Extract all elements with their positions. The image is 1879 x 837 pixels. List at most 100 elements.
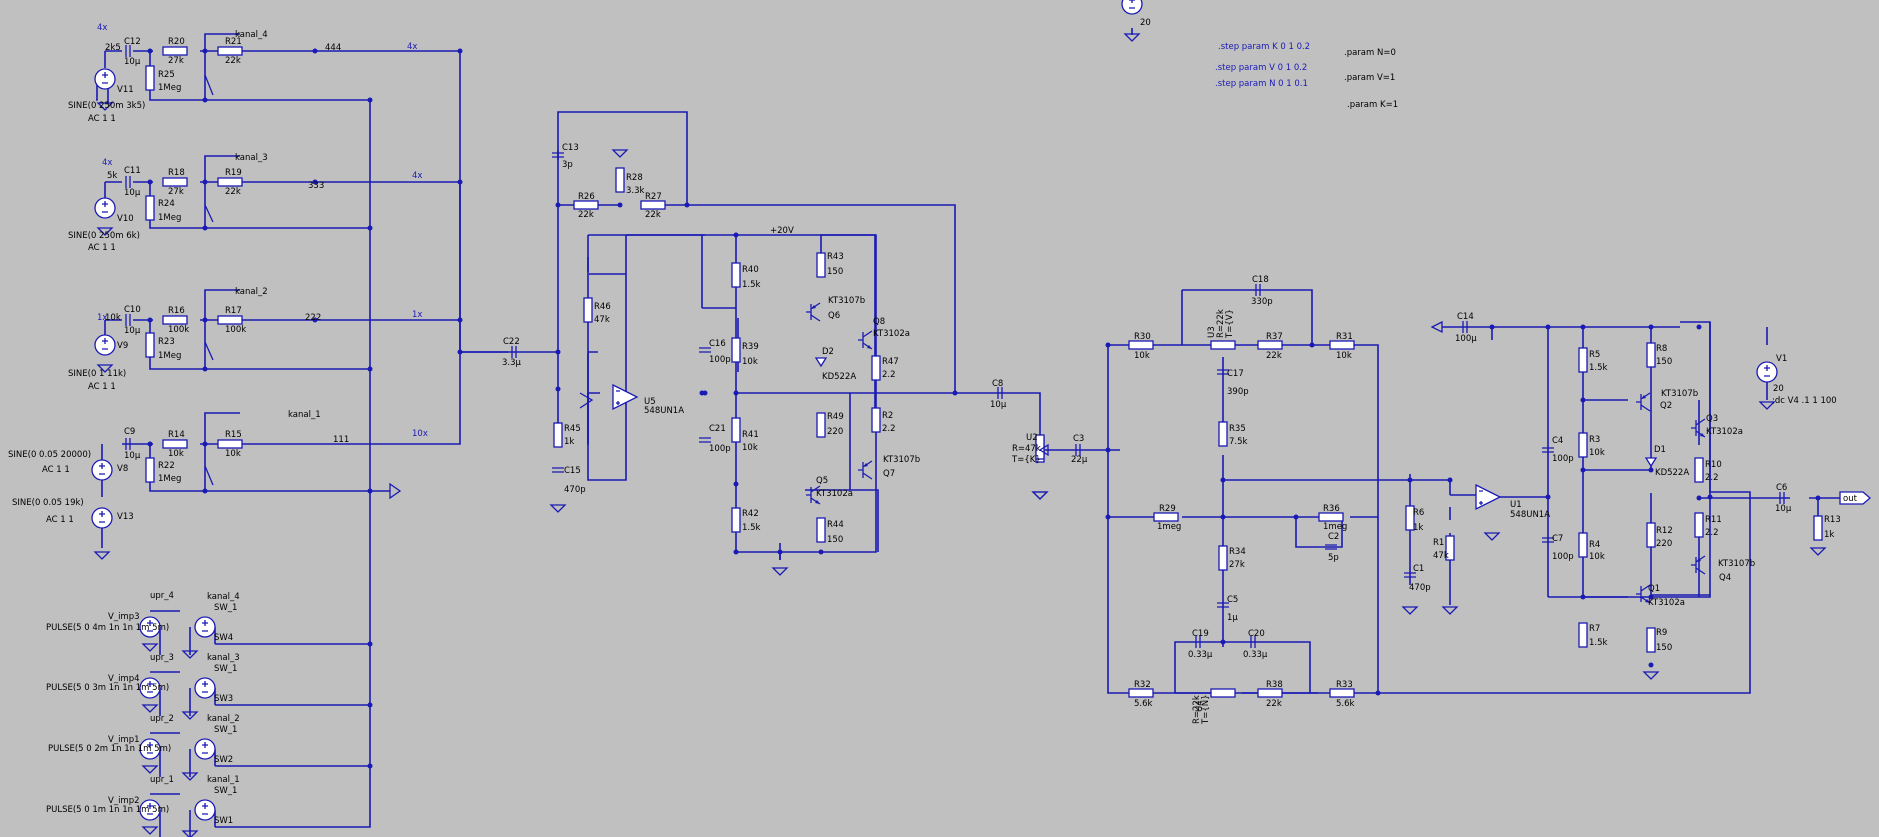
pulse4: PULSE(5 0 4m 1n 1n 1m 5m) xyxy=(46,623,169,633)
c18-value: 330p xyxy=(1251,297,1273,307)
kanal2-label: kanal_2 xyxy=(235,287,268,297)
d1-model: KD522A xyxy=(1655,468,1689,478)
param-n: .param N=0 xyxy=(1344,48,1396,58)
c5-value: 1µ xyxy=(1227,613,1238,623)
c11-value: 10µ xyxy=(124,188,141,198)
r26-label: R26 xyxy=(578,192,595,202)
d2-label: D2 xyxy=(822,347,834,357)
v11-mult: 4x xyxy=(97,23,107,33)
r8-value: 150 xyxy=(1656,357,1672,367)
u5-model: 548UN1A xyxy=(644,406,684,416)
c10-value: 10µ xyxy=(124,326,141,336)
r42-value: 1.5k xyxy=(742,523,761,533)
v8-ac: AC 1 1 xyxy=(42,465,70,475)
kanal1-sw: kanal_1 xyxy=(207,775,240,785)
r7-value: 1.5k xyxy=(1589,638,1608,648)
r3-label: R3 xyxy=(1589,435,1600,445)
v1-label: V1 xyxy=(1776,354,1787,364)
c19-label: C19 xyxy=(1192,629,1209,639)
r36-value: 1meg xyxy=(1323,522,1347,532)
switch-labels: upr_4 kanal_4 V_imp3 SW_1 SW4 PULSE(5 0 … xyxy=(46,591,240,826)
r15-label: R15 xyxy=(225,430,242,440)
r49-label: R49 xyxy=(827,412,844,422)
kanal4-sw: kanal_4 xyxy=(207,592,240,602)
amplifier-2 xyxy=(1430,320,1871,680)
param-k: .param K=1 xyxy=(1347,100,1398,110)
r17-value: 100k xyxy=(225,325,246,335)
r3-value: 10k xyxy=(1589,448,1605,458)
c17-value: 390p xyxy=(1227,387,1249,397)
c8-value: 10µ xyxy=(990,400,1007,410)
net-111: 111 xyxy=(333,435,349,445)
amplifier-2-labels: C14 100µ U1 548UN1A R5 1.5k R3 10k R4 10… xyxy=(1455,312,1858,653)
r46-label: R46 xyxy=(594,302,611,312)
r14-label: R14 xyxy=(168,430,185,440)
u3-t: T={V} xyxy=(1225,309,1235,339)
r11-value: 2.2 xyxy=(1705,528,1719,538)
q2-label: Q2 xyxy=(1660,401,1672,411)
r45-label: R45 xyxy=(564,424,581,434)
c7-label: C7 xyxy=(1552,534,1563,544)
r39-label: R39 xyxy=(742,342,759,352)
r36-label: R36 xyxy=(1323,504,1340,514)
r4-label: R4 xyxy=(1589,540,1600,550)
gain-4x-b: 4x xyxy=(412,171,422,181)
r37-label: R37 xyxy=(1266,332,1283,342)
tone-control-labels: U2 R=47k T={K} C3 22µ R30 10k U3 R=22k T… xyxy=(1011,275,1449,725)
v11-freq: 2k5 xyxy=(105,43,121,53)
c15-value: 470p xyxy=(564,485,586,495)
q6-label: Q6 xyxy=(828,311,840,321)
c2-value: 5p xyxy=(1328,553,1339,563)
v10-spec: SINE(0 250m 6k) xyxy=(68,231,140,241)
r1-label: R1 xyxy=(1433,538,1444,548)
r28-label: R28 xyxy=(626,173,643,183)
c16-label: C16 xyxy=(709,339,726,349)
input-stage-labels: 4x 2k5 V11 SINE(0 250m 3k5) AC 1 1 C12 1… xyxy=(8,23,428,525)
r47-value: 2.2 xyxy=(882,370,896,380)
c21-label: C21 xyxy=(709,424,726,434)
r37-value: 22k xyxy=(1266,351,1282,361)
c22-value: 3.3µ xyxy=(502,358,522,368)
r32-value: 5.6k xyxy=(1134,699,1153,709)
kanal4-label: kanal_4 xyxy=(235,30,268,40)
vimp3: V_imp3 xyxy=(108,612,140,622)
r42-label: R42 xyxy=(742,509,759,519)
vimp4: V_imp4 xyxy=(108,674,140,684)
r19-value: 22k xyxy=(225,187,241,197)
sw1-model-2: SW_1 xyxy=(214,725,237,735)
r26-value: 22k xyxy=(578,210,594,220)
step-n: .step param N 0 1 0.1 xyxy=(1215,79,1308,89)
sw1-model-3: SW_1 xyxy=(214,664,237,674)
r33-label: R33 xyxy=(1336,680,1353,690)
q3-label: Q3 xyxy=(1706,414,1718,424)
param-v: .param V=1 xyxy=(1344,73,1395,83)
sw1-model-1: SW_1 xyxy=(214,786,237,796)
r9-value: 150 xyxy=(1656,643,1672,653)
c15-label: C15 xyxy=(564,466,581,476)
r23-value: 1Meg xyxy=(158,351,181,361)
c20-value: 0.33µ xyxy=(1243,650,1268,660)
r49-value: 220 xyxy=(827,427,843,437)
r8-label: R8 xyxy=(1656,344,1667,354)
u4-t: T={N} xyxy=(1201,695,1211,726)
v1-dc: ;dc V4 .1 1 100 xyxy=(1772,396,1837,406)
supply-label: +20V xyxy=(770,226,794,236)
c20-label: C20 xyxy=(1248,629,1265,639)
pulse3: PULSE(5 0 3m 1n 1n 1m 5m) xyxy=(46,683,169,693)
v9-spec: SINE(0 1 11k) xyxy=(68,369,126,379)
q7-model: KT3107b xyxy=(883,455,920,465)
gain-10x: 10x xyxy=(412,429,428,439)
v9-mult: 1x xyxy=(97,313,107,323)
c3-label: C3 xyxy=(1073,434,1084,444)
r6-label: R6 xyxy=(1413,508,1424,518)
q6-model: KT3107b xyxy=(828,296,865,306)
c16-value: 100p xyxy=(709,355,731,365)
r12-label: R12 xyxy=(1656,526,1673,536)
r20-label: R20 xyxy=(168,37,185,47)
r22-value: 1Meg xyxy=(158,474,181,484)
kanal3-sw: kanal_3 xyxy=(207,653,240,663)
c14-value: 100µ xyxy=(1455,334,1477,344)
c6-value: 10µ xyxy=(1775,504,1792,514)
c11-label: C11 xyxy=(124,166,141,176)
